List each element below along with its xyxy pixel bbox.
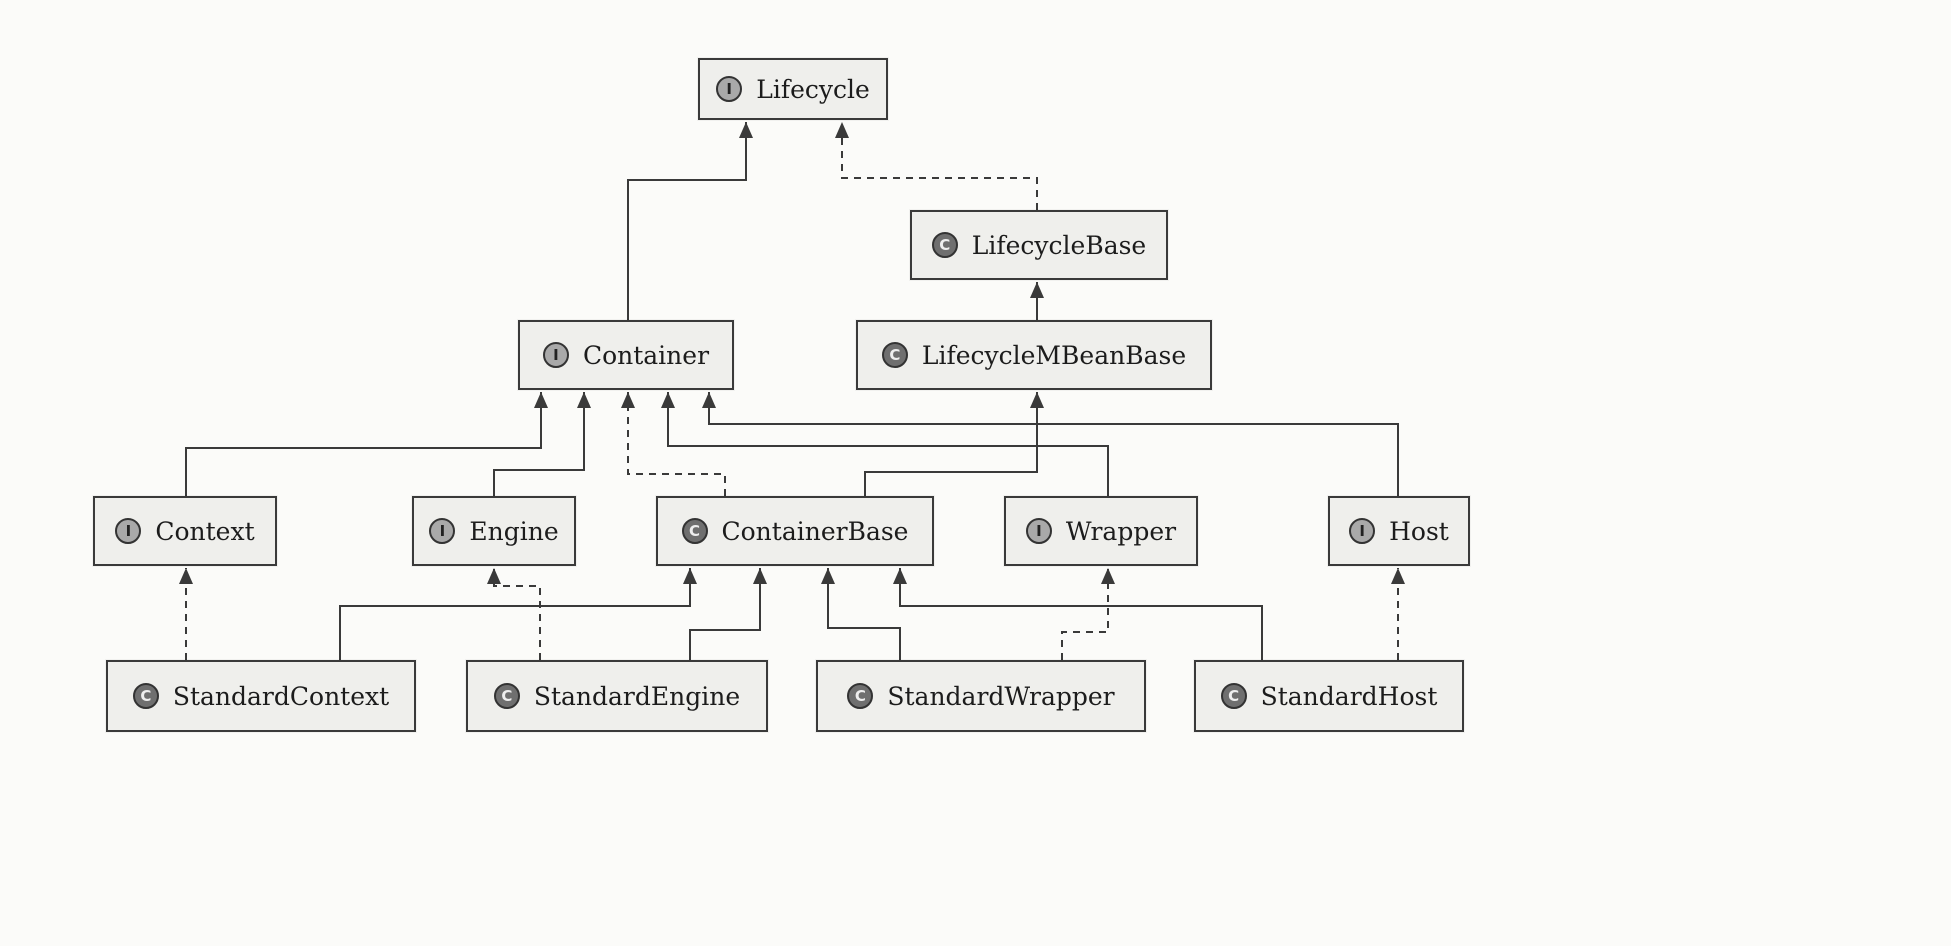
node-standard-context: C StandardContext: [106, 660, 416, 732]
class-icon: C: [1220, 683, 1247, 709]
arrowhead: [577, 392, 591, 408]
arrowhead: [739, 122, 753, 138]
relation-standard-wrapper-to-container-base: [821, 568, 901, 660]
arrowhead: [893, 568, 907, 584]
class-icon: C: [931, 232, 958, 258]
node-label: Host: [1389, 516, 1449, 546]
arrowhead: [621, 392, 635, 408]
node-standard-engine: C StandardEngine: [466, 660, 768, 732]
interface-icon: I: [1349, 518, 1376, 544]
node-lifecycle-base: C LifecycleBase: [910, 210, 1168, 280]
relation-standard-host-to-host: [1391, 568, 1405, 660]
node-container-base: C ContainerBase: [656, 496, 934, 566]
relation-standard-engine-to-container-base: [689, 568, 767, 660]
arrowhead: [179, 568, 193, 584]
node-label: Lifecycle: [756, 74, 870, 104]
relation-standard-wrapper-to-wrapper: [1061, 568, 1115, 660]
arrowhead: [835, 122, 849, 138]
interface-icon: I: [115, 518, 142, 544]
relation-lifecycle-mbean-base-to-lifecycle-base: [1030, 282, 1044, 320]
node-label: Wrapper: [1065, 516, 1177, 546]
node-label: StandardContext: [172, 681, 390, 711]
arrowhead: [1391, 568, 1405, 584]
node-label: StandardWrapper: [887, 681, 1115, 711]
node-context: I Context: [93, 496, 277, 566]
arrowhead: [702, 392, 716, 408]
node-label: StandardHost: [1260, 681, 1438, 711]
node-standard-wrapper: C StandardWrapper: [816, 660, 1146, 732]
node-standard-host: C StandardHost: [1194, 660, 1464, 732]
node-wrapper: I Wrapper: [1004, 496, 1198, 566]
arrowhead: [683, 568, 697, 584]
relation-context-to-container: [185, 392, 548, 496]
node-lifecycle: I Lifecycle: [698, 58, 888, 120]
relation-engine-to-container: [493, 392, 591, 496]
node-lifecycle-mbean-base: C LifecycleMBeanBase: [856, 320, 1212, 390]
node-label: Engine: [469, 516, 559, 546]
class-icon: C: [132, 683, 159, 709]
relation-standard-engine-to-engine: [487, 568, 541, 660]
relation-wrapper-to-container: [661, 392, 1109, 496]
node-host: I Host: [1328, 496, 1470, 566]
arrowhead: [1030, 282, 1044, 298]
interface-icon: I: [716, 76, 743, 102]
arrowhead: [1101, 568, 1115, 584]
relation-container-base-to-lifecycle-mbean-base: [864, 392, 1044, 496]
node-label: LifecycleMBeanBase: [921, 340, 1187, 370]
interface-icon: I: [1025, 518, 1052, 544]
interface-icon: I: [429, 518, 456, 544]
node-label: StandardEngine: [533, 681, 741, 711]
class-icon: C: [847, 683, 874, 709]
relation-lifecycle-base-to-lifecycle: [835, 122, 1038, 210]
relation-container-base-to-container: [621, 392, 726, 496]
relation-host-to-container: [702, 392, 1399, 496]
class-icon: C: [493, 683, 520, 709]
arrowhead: [661, 392, 675, 408]
arrowhead: [487, 568, 501, 584]
arrowhead: [821, 568, 835, 584]
relation-standard-context-to-context: [179, 568, 193, 660]
node-label: ContainerBase: [721, 516, 909, 546]
arrowhead: [1030, 392, 1044, 408]
class-icon: C: [681, 518, 708, 544]
interface-icon: I: [542, 342, 569, 368]
relation-standard-host-to-container-base: [893, 568, 1263, 660]
node-label: Container: [582, 340, 710, 370]
node-container: I Container: [518, 320, 734, 390]
arrowhead: [534, 392, 548, 408]
node-label: Context: [155, 516, 255, 546]
node-engine: I Engine: [412, 496, 576, 566]
relation-standard-context-to-container-base: [339, 568, 697, 660]
arrowhead: [753, 568, 767, 584]
node-label: LifecycleBase: [971, 230, 1147, 260]
relation-container-to-lifecycle: [627, 122, 753, 320]
class-icon: C: [881, 342, 908, 368]
